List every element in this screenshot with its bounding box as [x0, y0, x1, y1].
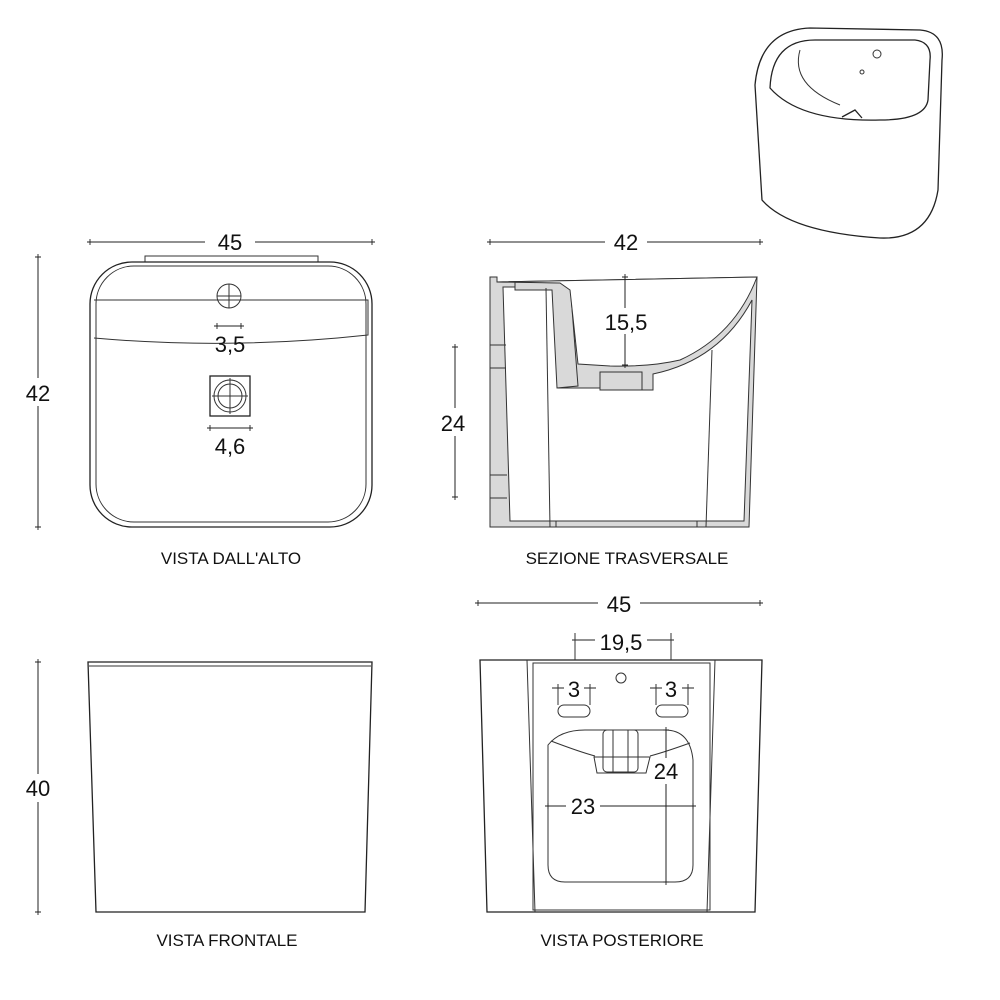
rear-view-label: VISTA POSTERIORE — [540, 931, 703, 950]
opening-width-dim: 23 — [571, 794, 595, 819]
drain-dim: 4,6 — [215, 434, 246, 459]
section-view: 42 24 15,5 SEZIONE TRASVERSALE — [436, 230, 763, 568]
rear-view: 45 19,5 3 3 24 23 VISTA POSTERIORE — [475, 590, 763, 950]
top-view: 45 42 3,5 4,6 VISTA DALL'ALTO — [22, 230, 375, 568]
isometric-view — [754, 27, 943, 239]
top-width-dim: 45 — [218, 230, 242, 255]
tap-hole-dim: 3,5 — [215, 332, 246, 357]
top-depth-dim: 42 — [26, 381, 50, 406]
front-view: 40 VISTA FRONTALE — [22, 659, 373, 950]
top-view-label: VISTA DALL'ALTO — [161, 549, 301, 568]
slot-right-dim: 3 — [665, 677, 677, 702]
section-depth-dim: 42 — [614, 230, 638, 255]
drain-height-dim: 24 — [441, 411, 465, 436]
fixing-spacing-dim: 19,5 — [600, 630, 643, 655]
front-view-label: VISTA FRONTALE — [156, 931, 297, 950]
rear-width-dim: 45 — [607, 592, 631, 617]
opening-height-dim: 24 — [654, 759, 678, 784]
section-view-label: SEZIONE TRASVERSALE — [526, 549, 729, 568]
basin-depth-dim: 15,5 — [605, 310, 648, 335]
front-height-dim: 40 — [26, 776, 50, 801]
slot-left-dim: 3 — [568, 677, 580, 702]
